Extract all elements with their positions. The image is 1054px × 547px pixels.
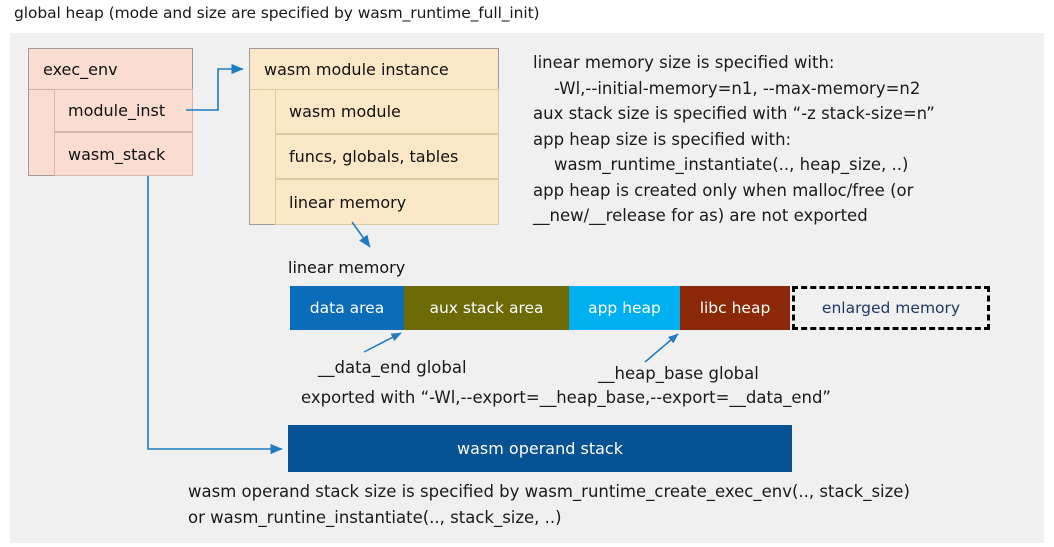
module-instance-field-linear-memory: linear memory [275,179,499,225]
page-title: global heap (mode and size are specified… [14,4,540,22]
linear-memory-notes: linear memory size is specified with: -W… [533,53,935,225]
wasm-operand-stack-label: wasm operand stack [457,439,623,458]
memory-segment-libc-heap-label: libc heap [699,299,771,317]
annotation-heap-base: __heap_base global [598,364,759,383]
memory-segment-data-area-label: data area [309,299,385,317]
module-instance-field-funcs-globals-tables-label: funcs, globals, tables [289,147,459,166]
module-instance-field-wasm-module-label: wasm module [289,102,401,121]
annotation-exported-with: exported with “-Wl,--export=__heap_base,… [301,388,831,407]
exec-env-header: exec_env [29,49,192,90]
module-instance-field-wasm-module: wasm module [275,89,499,134]
memory-segment-app-heap: app heap [569,286,680,330]
module-instance-header: wasm module instance [250,49,498,90]
linear-memory-bar-label: linear memory [288,258,406,277]
memory-segment-enlarged-memory: enlarged memory [792,286,990,330]
memory-segment-app-heap-label: app heap [588,299,661,317]
wasm-operand-stack-box: wasm operand stack [288,425,792,472]
memory-segment-enlarged-memory-label: enlarged memory [821,299,961,317]
exec-env-field-module-inst-label: module_inst [68,101,166,120]
exec-env-field-module-inst: module_inst [54,89,193,132]
operand-stack-note-line1: wasm operand stack size is specified by … [188,482,910,501]
memory-segment-aux-stack-area-label: aux stack area [429,299,544,317]
memory-segment-aux-stack-area: aux stack area [404,286,569,330]
memory-segment-libc-heap: libc heap [680,286,790,330]
module-instance-field-funcs-globals-tables: funcs, globals, tables [275,134,499,179]
module-instance-field-linear-memory-label: linear memory [289,192,407,212]
exec-env-field-wasm-stack-label: wasm_stack [68,144,166,164]
exec-env-field-wasm-stack: wasm_stack [54,132,193,176]
operand-stack-note-line2: or wasm_runtine_instantiate(.., stack_si… [188,508,562,527]
memory-segment-data-area: data area [290,286,404,330]
annotation-data-end: __data_end global [318,358,467,377]
